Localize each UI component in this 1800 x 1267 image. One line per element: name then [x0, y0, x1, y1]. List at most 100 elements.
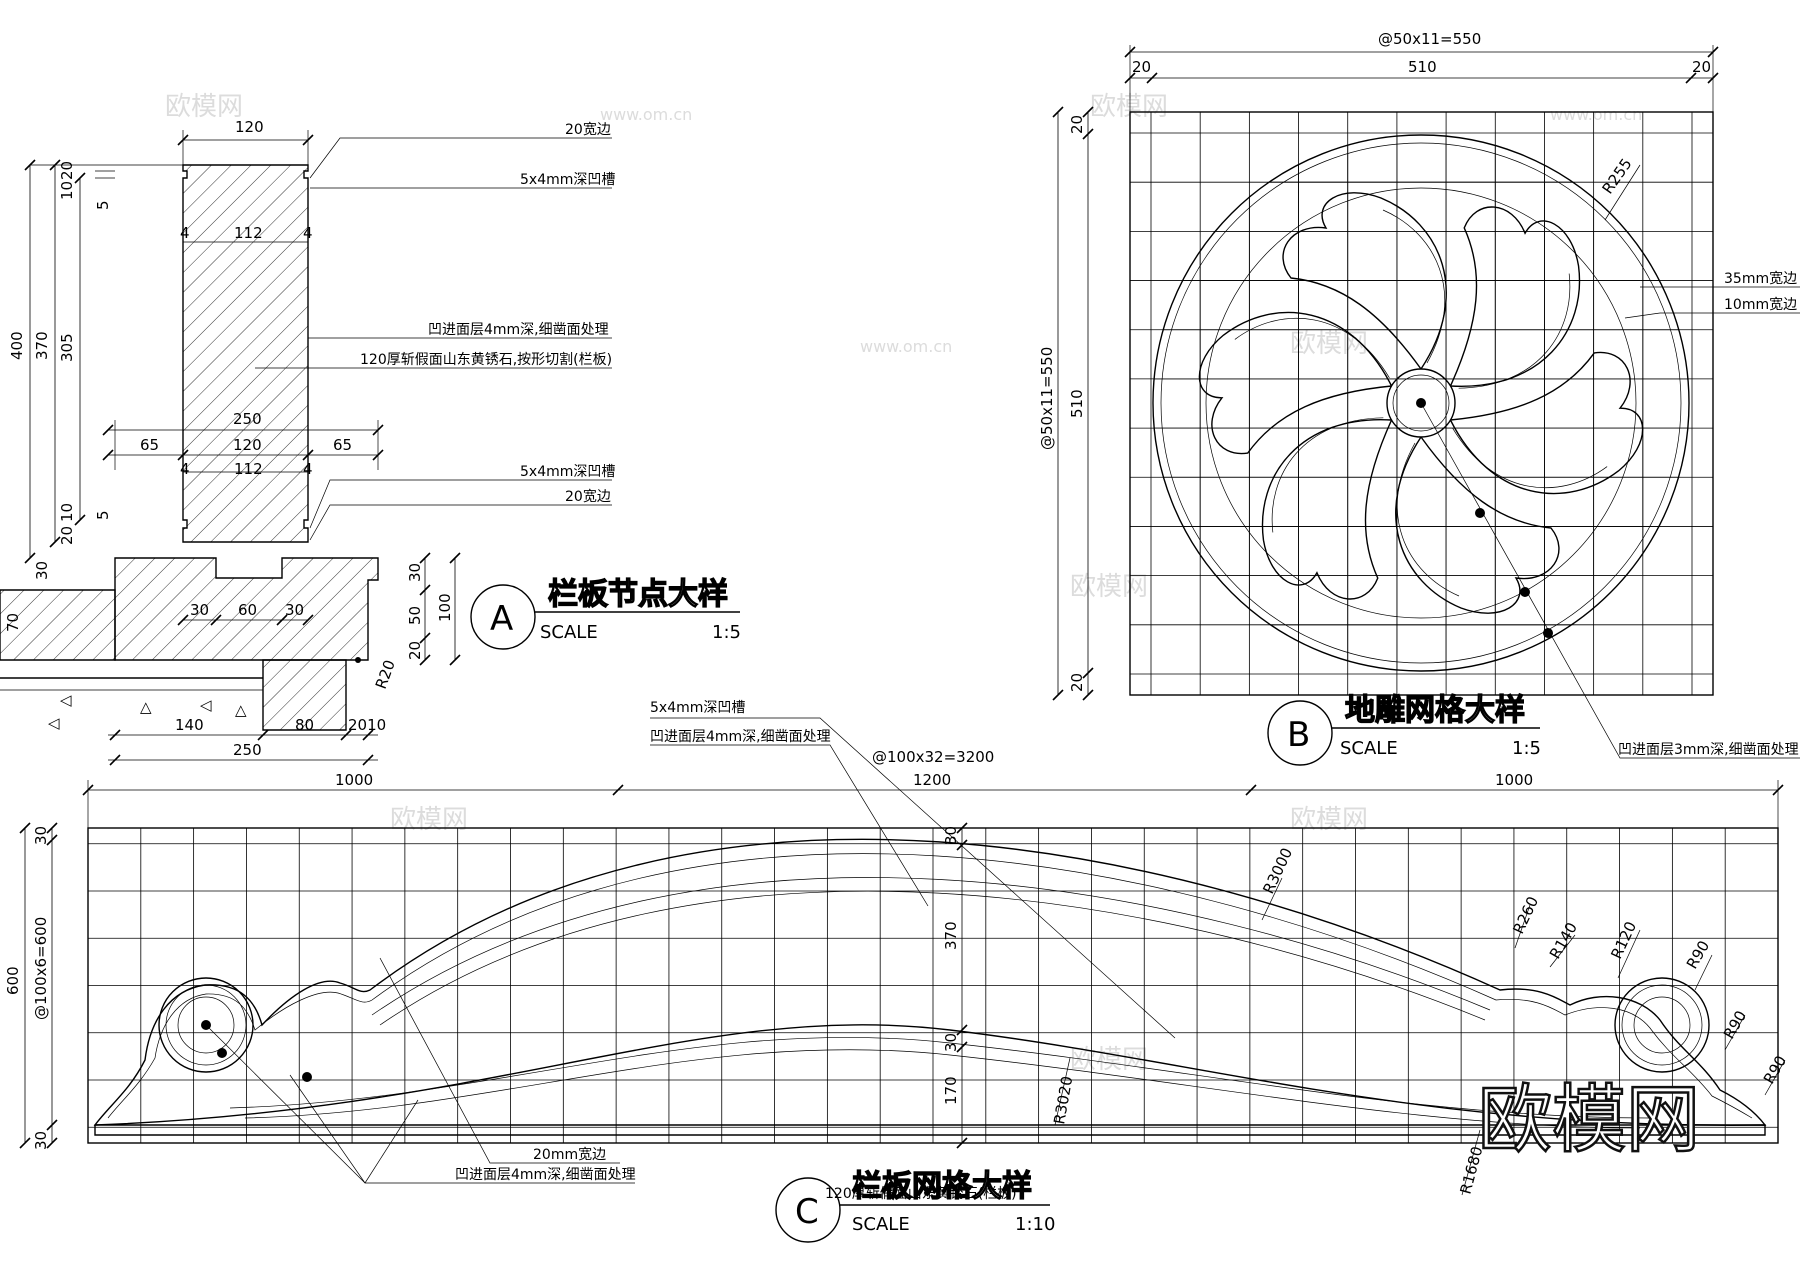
dim-30: 30 — [190, 601, 209, 619]
note-groove-c: 5x4mm深凹槽 — [650, 700, 745, 716]
scale-label-b: SCALE — [1340, 738, 1398, 759]
dim-30: 30 — [942, 1033, 960, 1052]
dim-r255: R255 — [1599, 155, 1636, 197]
dim-510: 510 — [1068, 389, 1086, 418]
dim-r90: R90 — [1760, 1052, 1790, 1087]
dim-70: 70 — [4, 613, 22, 632]
rosette-disc — [1205, 187, 1637, 619]
dim-r3000: R3000 — [1259, 845, 1296, 897]
rosette-petal-edge — [1271, 417, 1384, 533]
dim-20: 20 — [1068, 673, 1086, 692]
note-edge20-top: 20宽边 — [565, 121, 611, 138]
rosette-petal — [1395, 436, 1560, 614]
dim-112: 112 — [234, 460, 263, 478]
watermark-brand: 欧模网 — [390, 805, 468, 835]
dim-4: 4 — [180, 460, 190, 478]
rosette-petal-edge — [1458, 273, 1571, 389]
detail-c: @100x32=3200 1000 1200 1000 600 @100x6=6… — [4, 700, 1790, 1243]
dim-20: 20 — [1068, 115, 1086, 134]
dim-30: 30 — [406, 563, 424, 582]
svg-text:△: △ — [140, 698, 152, 716]
dim-10: 10 — [58, 503, 76, 522]
slab-section — [182, 164, 309, 543]
dim-2010: 2010 — [348, 716, 386, 734]
watermarks: 欧模网 www.om.cn 欧模网 www.om.cn www.om.cn 欧模… — [165, 92, 1642, 1075]
watermark-url: www.om.cn — [860, 337, 952, 356]
dim-r140: R140 — [1546, 919, 1581, 962]
watermark-url: www.om.cn — [600, 105, 692, 124]
note-recess-top: 凹进面层4mm深,细凿面处理 — [650, 729, 831, 745]
dim-4: 4 — [303, 224, 313, 242]
dim-20: 20 — [1692, 58, 1711, 76]
dim-1200: 1200 — [913, 771, 951, 789]
note-edge20-c: 20mm宽边 — [533, 1146, 606, 1163]
dim-250: 250 — [233, 410, 262, 428]
detail-title-b: 地雕网格大样 — [1345, 693, 1525, 728]
dim-20: 20 — [406, 641, 424, 660]
rosette-petal-edge — [1396, 442, 1460, 597]
dim-20: 20 — [58, 161, 76, 180]
dim-80: 80 — [295, 716, 314, 734]
dim-20: 20 — [1132, 58, 1151, 76]
dim-1000: 1000 — [335, 771, 373, 789]
svg-text:◁: ◁ — [48, 714, 60, 732]
note-edge10: 10mm宽边 — [1724, 296, 1797, 313]
grid-lines-c — [88, 828, 1778, 1143]
watermark-brand: 欧模网 — [1070, 572, 1148, 602]
grid-frame-b — [1129, 111, 1714, 696]
scale-value-b: 1:5 — [1512, 738, 1541, 759]
dim-370: 370 — [33, 331, 51, 360]
dim-60: 60 — [238, 601, 257, 619]
scale-value-a: 1:5 — [712, 622, 741, 643]
dim-30: 30 — [32, 1131, 50, 1150]
dim-r90: R90 — [1720, 1007, 1750, 1042]
note-recess: 凹进面层4mm深,细凿面处理 — [428, 322, 609, 338]
dim-120: 120 — [233, 436, 262, 454]
rosette-petal-edge — [1234, 317, 1390, 378]
detail-letter-c: C — [795, 1192, 819, 1232]
scale-label-a: SCALE — [540, 622, 598, 643]
dim-100: 100 — [436, 593, 454, 622]
dim-30: 30 — [32, 826, 50, 845]
rosette-petal — [1449, 206, 1581, 387]
dim-140: 140 — [175, 716, 204, 734]
dim-250: 250 — [233, 741, 262, 759]
outer-circle-b — [1152, 134, 1690, 672]
detail-title-a: 栏板节点大样 — [548, 577, 728, 612]
rosette-petal — [1198, 311, 1393, 455]
detail-b: @50x11=550 20 510 20 @50x11=550 510 20 2… — [1038, 30, 1800, 766]
watermark-brand: 欧模网 — [165, 92, 243, 122]
note-groove-bottom: 5x4mm深凹槽 — [520, 464, 615, 480]
svg-text:△: △ — [235, 701, 247, 719]
footing — [262, 659, 347, 731]
dim-left-total: @50x11=550 — [1038, 347, 1056, 450]
svg-text:◁: ◁ — [200, 696, 212, 714]
detail-letter-a: A — [490, 599, 513, 639]
note-recess-b: 凹进面层3mm深,细凿面处理 — [1618, 742, 1799, 758]
dim-1000: 1000 — [1495, 771, 1533, 789]
note-edge20-bottom: 20宽边 — [565, 488, 611, 505]
dim-30: 30 — [33, 561, 51, 580]
dim-120: 120 — [235, 118, 264, 136]
dim-5: 5 — [94, 510, 112, 520]
watermark-brand: 欧模网 — [1290, 329, 1368, 359]
dim-370: 370 — [942, 921, 960, 950]
detail-marker-a — [470, 584, 536, 650]
dim-65: 65 — [140, 436, 159, 454]
dim-left-total: @100x6=600 — [32, 917, 50, 1020]
dim-top-total: @50x11=550 — [1378, 30, 1481, 48]
ground-slab — [0, 589, 116, 661]
rosette-petal — [1261, 419, 1393, 600]
dim-30: 30 — [285, 601, 304, 619]
detail-a: ◁ △ ◁ ◁ △ 120 112 4 4 250 65 120 65 4 11 — [0, 118, 741, 766]
scale-label-c: SCALE — [852, 1214, 910, 1235]
dim-4: 4 — [180, 224, 190, 242]
dim-510: 510 — [1408, 58, 1437, 76]
rosette-petal-edge — [1382, 209, 1446, 364]
dim-65: 65 — [333, 436, 352, 454]
dim-112: 112 — [234, 224, 263, 242]
dim-10: 10 — [58, 181, 76, 200]
brand-watermark: 欧模网 — [1478, 1077, 1700, 1163]
dim-r20: R20 — [372, 657, 399, 691]
note-groove-top: 5x4mm深凹槽 — [520, 172, 615, 188]
